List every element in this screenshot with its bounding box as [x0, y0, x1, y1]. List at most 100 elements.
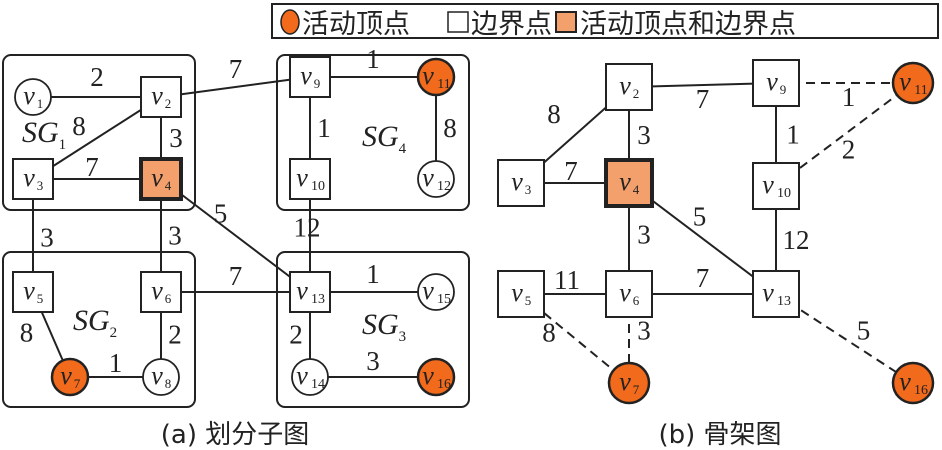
a-edge-v2-v9 — [160, 76, 311, 98]
b-edge-weight-v4-v13: 5 — [693, 202, 707, 232]
node-label-subscript: 16 — [437, 377, 451, 392]
node-label: v — [151, 276, 163, 305]
node-label: v — [151, 361, 163, 390]
b-edge-weight-v13-v16: 5 — [857, 316, 871, 346]
active-vertex-icon — [891, 361, 935, 405]
node-label-subscript: 4 — [633, 182, 640, 197]
node-label: v — [151, 81, 163, 110]
node-label-subscript: 15 — [437, 292, 451, 307]
node-label-subscript: 3 — [525, 182, 532, 197]
boundary-vertex-icon — [289, 271, 331, 313]
node-label: v — [60, 361, 72, 390]
node-label-subscript: 7 — [633, 382, 640, 397]
node-label: v — [23, 276, 35, 305]
node-label: v — [296, 361, 308, 390]
boundary-vertex-icon — [752, 270, 800, 318]
node-label: v — [422, 163, 434, 192]
node-label-subscript: 7 — [74, 376, 81, 391]
boundary-vertex-icon — [497, 159, 545, 207]
node-label: v — [296, 163, 308, 192]
node-label: v — [511, 278, 523, 307]
node-label: v — [300, 61, 312, 90]
b-edge-weight-v6-v7: 3 — [637, 316, 651, 346]
legend-active-icon — [280, 9, 300, 35]
a-edge-weight-v3-v5: 3 — [40, 223, 54, 253]
caption-b: (b) 骨架图 — [658, 420, 781, 450]
node-label: v — [619, 367, 631, 396]
boundary-vertex-icon — [12, 271, 54, 313]
b-edge-weight-v10-v11: 2 — [842, 135, 856, 165]
a-edge-weight-v6-v8: 2 — [168, 320, 182, 350]
node-label-subscript: 2 — [165, 96, 172, 111]
boundary-vertex-icon — [140, 76, 182, 118]
a-edge-weight-v3-v4: 7 — [85, 152, 99, 182]
a-edge-weight-v2-v9: 7 — [229, 54, 243, 84]
node-label-subscript: 6 — [165, 291, 172, 306]
vertex-circle-icon — [142, 358, 180, 396]
node-label-subscript: 2 — [633, 86, 640, 101]
node-label-subscript: 1 — [37, 96, 44, 111]
a-edge-weight-v10-v13: 12 — [294, 213, 321, 243]
a-edge-weight-v2-v4: 3 — [169, 123, 183, 153]
node-label: v — [766, 67, 778, 96]
subgraph-label-sg4: SG4 — [362, 120, 407, 157]
node-label: v — [619, 278, 631, 307]
node-label: v — [151, 163, 163, 192]
a-edge-v2-v3 — [32, 96, 162, 180]
node-label: v — [511, 167, 523, 196]
node-label-subscript: 16 — [914, 383, 928, 398]
boundary-vertex-icon — [12, 158, 54, 200]
boundary-vertex-icon — [497, 270, 545, 318]
b-edge-weight-v3-v4: 7 — [564, 156, 578, 186]
node-label: v — [899, 367, 911, 396]
node-label-subscript: 10 — [311, 179, 325, 194]
vertex-circle-icon — [291, 358, 329, 396]
a-edge-weight-v6-v13: 7 — [229, 261, 243, 291]
b-edge-v13-v16 — [775, 293, 914, 384]
node-label-subscript: 14 — [311, 377, 325, 392]
legend-frame — [271, 3, 939, 39]
node-label-subscript: 12 — [437, 179, 451, 194]
active-vertex-icon — [607, 361, 651, 405]
vertex-circle-icon — [417, 160, 455, 198]
node-label-subscript: 10 — [777, 186, 791, 201]
boundary-vertex-icon — [605, 270, 653, 318]
b-edge-weight-v2-v4: 3 — [637, 120, 651, 150]
a-edge-weight-v2-v3: 8 — [72, 111, 86, 141]
a-edge-weight-v5-v7: 8 — [20, 318, 34, 348]
active-vertex-icon — [416, 357, 456, 397]
boundary-vertex-icon — [752, 162, 800, 210]
boundary-vertex-icon — [140, 271, 182, 313]
b-edge-weight-v2-v3: 8 — [547, 99, 561, 129]
a-edge-weight-v9-v11: 1 — [366, 44, 380, 74]
a-edge-weight-v7-v8: 1 — [109, 348, 123, 378]
caption-a: (a) 划分子图 — [161, 420, 310, 450]
node-label: v — [23, 81, 35, 110]
node-label: v — [422, 361, 434, 390]
a-edge-weight-v11-v12: 8 — [443, 113, 457, 143]
active-vertex-icon — [416, 57, 456, 97]
boundary-vertex-icon — [605, 63, 653, 111]
a-edge-weight-v14-v16: 3 — [366, 346, 380, 376]
subgraph-box-sg2 — [2, 251, 196, 408]
node-label-subscript: 5 — [37, 291, 44, 306]
subgraph-box-sg1 — [2, 54, 196, 211]
a-edge-weight-v9-v10: 1 — [317, 113, 331, 143]
a-edge-weight-v1-v2: 2 — [90, 62, 104, 92]
node-label-subscript: 9 — [780, 82, 787, 97]
boundary-vertex-icon — [289, 56, 331, 98]
b-edge-weight-v9-v10: 1 — [786, 120, 800, 150]
